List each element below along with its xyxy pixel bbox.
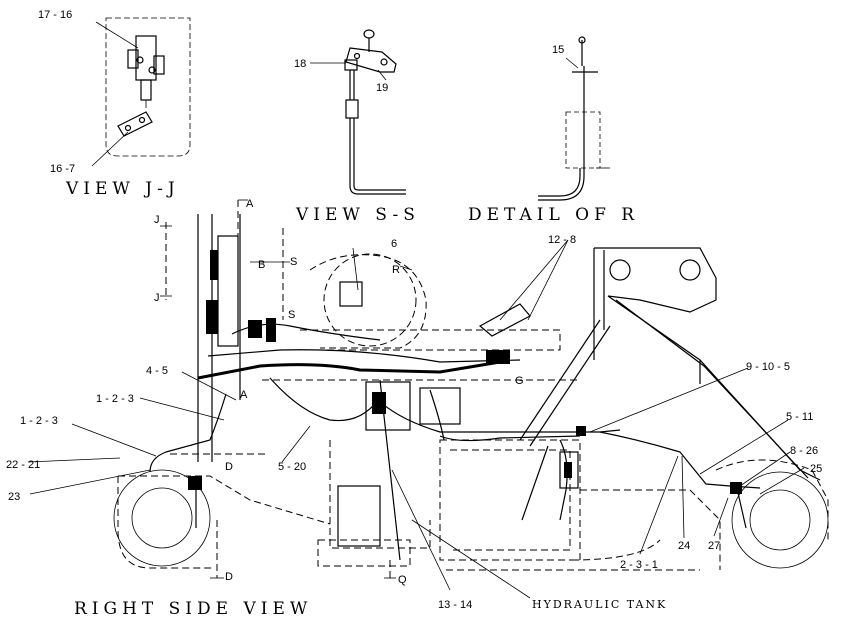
section-mark-j-bottom: J — [154, 292, 160, 304]
callout-25: 25 — [810, 463, 822, 475]
detail-r-label: DETAIL OF R — [468, 205, 639, 225]
right-side-view-label: RIGHT SIDE VIEW — [74, 599, 312, 619]
view-ss-label: VIEW S-S — [295, 205, 420, 225]
callout-2-3-1: 2 - 3 - 1 — [620, 559, 658, 571]
section-mark-r: R — [392, 264, 400, 276]
section-mark-b: B — [258, 259, 265, 271]
section-mark-s-top: S — [290, 256, 297, 268]
callout-23: 23 — [8, 491, 20, 503]
callout-1-2-3-upper: 1 - 2 - 3 — [96, 393, 134, 405]
view-jj-detail — [91, 17, 191, 167]
callout-9-10-5: 9 - 10 - 5 — [746, 361, 790, 373]
section-mark-a-top: A — [246, 198, 254, 210]
callout-5-11: 5 - 11 — [786, 411, 813, 423]
callout-12-8: 12 - 8 — [548, 234, 576, 246]
section-mark-s-mid: S — [288, 309, 295, 321]
callout-22-21: 22 - 21 — [6, 459, 40, 471]
callout-16-7: 16 -7 — [50, 163, 75, 175]
leader-lines — [27, 239, 805, 599]
callout-1-2-3-lower: 1 - 2 - 3 — [20, 415, 58, 427]
callout-8-26: 8 - 26 — [790, 445, 818, 457]
hydraulic-tank-label: HYDRAULIC TANK — [532, 598, 667, 611]
callout-18: 18 — [294, 58, 306, 70]
hose-routing — [149, 323, 761, 561]
section-mark-j-top: J — [154, 214, 160, 226]
callout-5-20: 5 - 20 — [278, 461, 306, 473]
view-ss-detail — [310, 29, 406, 195]
callout-15: 15 — [552, 44, 564, 56]
section-mark-q: Q — [398, 574, 407, 586]
section-mark-g: G — [515, 375, 524, 387]
section-mark-a-mid: A — [240, 389, 248, 401]
detail-r-assembly — [538, 36, 610, 201]
section-mark-d-bottom: D — [225, 571, 233, 583]
section-mark-d-mid: D — [225, 461, 233, 473]
callout-4-5: 4 - 5 — [146, 365, 168, 377]
callout-6: 6 — [391, 238, 397, 250]
control-valve-cluster — [188, 235, 742, 494]
callout-27: 27 — [708, 540, 720, 552]
callout-19: 19 — [376, 82, 388, 94]
loader-frame — [113, 214, 829, 571]
section-lines — [160, 199, 396, 582]
callout-17-16: 17 - 16 — [38, 9, 72, 21]
callout-13-14: 13 - 14 — [438, 599, 472, 611]
callout-24: 24 — [678, 540, 690, 552]
view-jj-label: VIEW J-J — [65, 179, 180, 199]
